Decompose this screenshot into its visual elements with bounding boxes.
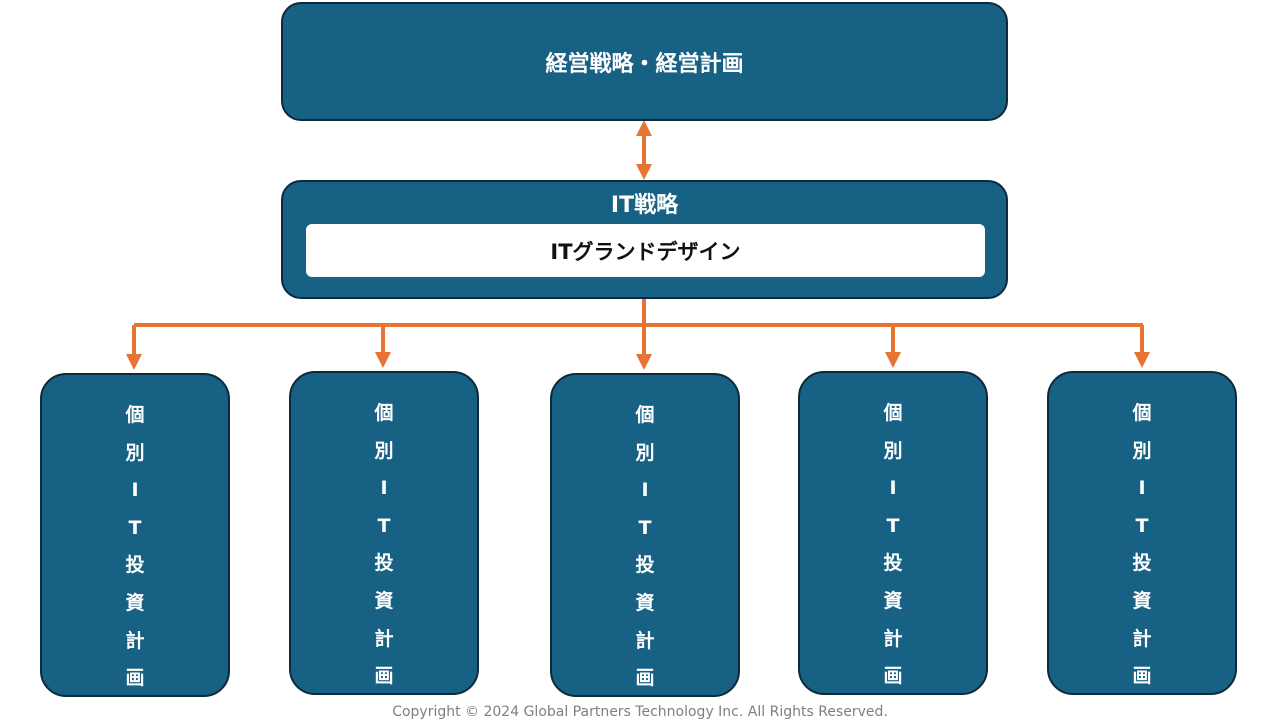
plan-char: I bbox=[131, 479, 139, 502]
plan-char: 別 bbox=[635, 441, 655, 464]
it-investment-plan-box-4: 個 別 I T 投 資 計 画 bbox=[798, 371, 988, 695]
plan-char: 投 bbox=[635, 554, 655, 577]
business-strategy-box: 経営戦略・経営計画 bbox=[281, 2, 1008, 121]
plan-char: 資 bbox=[374, 589, 394, 612]
plan-char: 個 bbox=[883, 402, 903, 424]
plan-char: 個 bbox=[635, 404, 655, 426]
plan-char: I bbox=[380, 477, 388, 500]
plan-char: I bbox=[1138, 477, 1146, 500]
plan-char: 投 bbox=[125, 554, 145, 577]
plan-char: 計 bbox=[883, 627, 903, 650]
plan-char: T bbox=[886, 514, 900, 537]
it-investment-plan-box-2: 個 別 I T 投 資 計 画 bbox=[289, 371, 479, 695]
plan-label-4: 個 別 I T 投 資 計 画 bbox=[883, 395, 902, 693]
plan-char: I bbox=[641, 479, 649, 502]
plan-char: T bbox=[128, 516, 142, 539]
business-strategy-label: 経営戦略・経営計画 bbox=[545, 51, 744, 77]
plan-char: 個 bbox=[125, 404, 145, 426]
plan-char: T bbox=[1135, 514, 1149, 537]
copyright-footer: Copyright © 2024 Global Partners Technol… bbox=[392, 704, 888, 720]
plan-char: I bbox=[889, 477, 897, 500]
plan-char: 別 bbox=[1132, 439, 1152, 462]
plan-char: 別 bbox=[125, 441, 145, 464]
plan-char: 投 bbox=[883, 552, 903, 575]
plan-char: 資 bbox=[125, 591, 145, 614]
plan-char: 画 bbox=[635, 667, 655, 690]
plan-char: 別 bbox=[374, 439, 394, 462]
plan-char: 計 bbox=[125, 629, 145, 652]
plan-char: 別 bbox=[883, 439, 903, 462]
it-strategy-box: IT戦略 ITグランドデザイン bbox=[281, 180, 1008, 299]
it-grand-design-label: ITグランドデザイン bbox=[550, 239, 741, 264]
plan-label-5: 個 別 I T 投 資 計 画 bbox=[1132, 395, 1151, 693]
plan-char: T bbox=[638, 516, 652, 539]
plan-char: T bbox=[377, 514, 391, 537]
plan-char: 計 bbox=[635, 629, 655, 652]
plan-char: 資 bbox=[1132, 589, 1152, 612]
plan-char: 計 bbox=[374, 627, 394, 650]
plan-char: 画 bbox=[1132, 665, 1152, 688]
plan-char: 資 bbox=[883, 589, 903, 612]
it-strategy-title: IT戦略 bbox=[610, 193, 679, 218]
plan-label-3: 個 別 I T 投 資 計 画 bbox=[635, 397, 654, 695]
plan-char: 画 bbox=[125, 667, 145, 690]
plan-char: 資 bbox=[635, 591, 655, 614]
plan-char: 個 bbox=[374, 402, 394, 424]
plan-char: 画 bbox=[374, 665, 394, 688]
it-investment-plan-box-3: 個 別 I T 投 資 計 画 bbox=[550, 373, 740, 697]
plan-label-1: 個 別 I T 投 資 計 画 bbox=[125, 397, 144, 695]
it-investment-plan-box-5: 個 別 I T 投 資 計 画 bbox=[1047, 371, 1237, 695]
it-investment-plan-box-1: 個 別 I T 投 資 計 画 bbox=[40, 373, 230, 697]
plan-label-2: 個 別 I T 投 資 計 画 bbox=[374, 395, 393, 693]
it-grand-design-box: ITグランドデザイン bbox=[306, 224, 985, 277]
plan-char: 個 bbox=[1132, 402, 1152, 424]
plan-char: 投 bbox=[374, 552, 394, 575]
plan-char: 画 bbox=[883, 665, 903, 688]
plan-char: 計 bbox=[1132, 627, 1152, 650]
plan-char: 投 bbox=[1132, 552, 1152, 575]
